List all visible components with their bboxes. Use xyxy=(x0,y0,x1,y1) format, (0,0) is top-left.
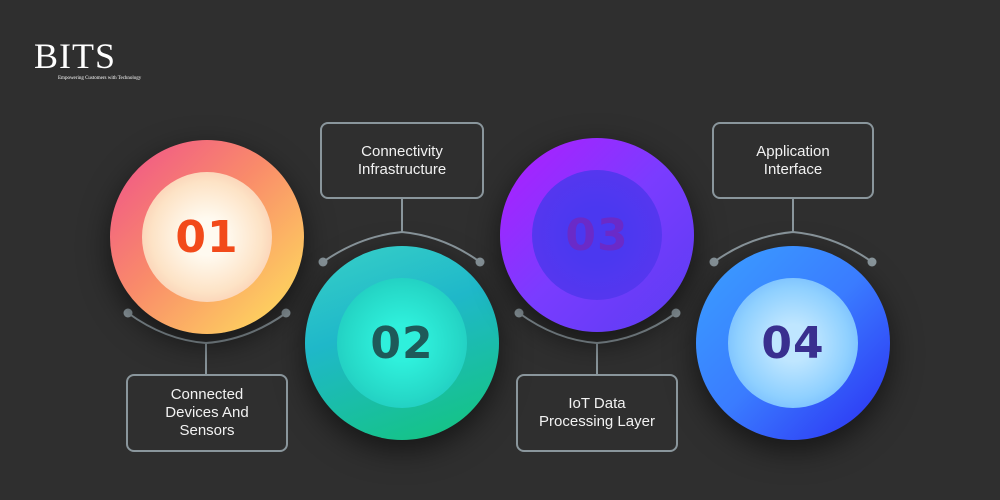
step-4-label-box: Application Interface xyxy=(712,122,874,199)
step-3-circle: 03 xyxy=(500,138,694,332)
step-2-number: 02 xyxy=(370,317,434,369)
step-3-label-line: Processing Layer xyxy=(539,413,655,430)
connector-step-1 xyxy=(127,312,287,374)
step-1-label-line: Sensors xyxy=(179,422,235,439)
step-1-label-line: Connected xyxy=(170,386,244,403)
connector-step-4 xyxy=(713,199,873,263)
step-4-label-line: Interface xyxy=(763,160,823,178)
step-3-number: 03 xyxy=(565,209,629,261)
step-1-inner: 01 xyxy=(142,172,272,302)
connector-step-3 xyxy=(518,312,677,374)
connector-dot xyxy=(514,308,524,318)
step-4-circle: 04 xyxy=(696,246,890,440)
step-2-inner: 02 xyxy=(337,278,467,408)
connector-dot xyxy=(475,257,485,267)
step-1-label-line: Devices And xyxy=(165,404,249,421)
step-1-label-box: Connected Devices And Sensors xyxy=(126,374,288,452)
step-2-label-line: Connectivity xyxy=(361,142,443,160)
brand-logo: BITS Empowering Customers with Technolog… xyxy=(28,32,148,92)
step-2-circle: 02 xyxy=(305,246,499,440)
step-4-inner: 04 xyxy=(728,278,858,408)
logo-tagline: Empowering Customers with Technology xyxy=(58,76,142,81)
logo-text: BITS xyxy=(34,36,117,76)
step-3-label-line: IoT Data xyxy=(568,395,626,412)
step-4-label-line: Application xyxy=(756,142,830,160)
connector-step-2 xyxy=(322,199,481,263)
connector-dot xyxy=(709,257,719,267)
connector-dot xyxy=(318,257,328,267)
step-4-number: 04 xyxy=(761,317,825,369)
step-1-number: 01 xyxy=(175,211,239,263)
step-1-circle: 01 xyxy=(110,140,304,334)
connector-dot xyxy=(281,308,291,318)
connector-dot xyxy=(123,308,133,318)
connector-dot xyxy=(867,257,877,267)
connector-dot xyxy=(671,308,681,318)
step-3-inner: 03 xyxy=(532,170,662,300)
step-2-label-box: Connectivity Infrastructure xyxy=(320,122,484,199)
step-2-label-line: Infrastructure xyxy=(357,160,447,178)
step-3-label-box: IoT Data Processing Layer xyxy=(516,374,678,452)
